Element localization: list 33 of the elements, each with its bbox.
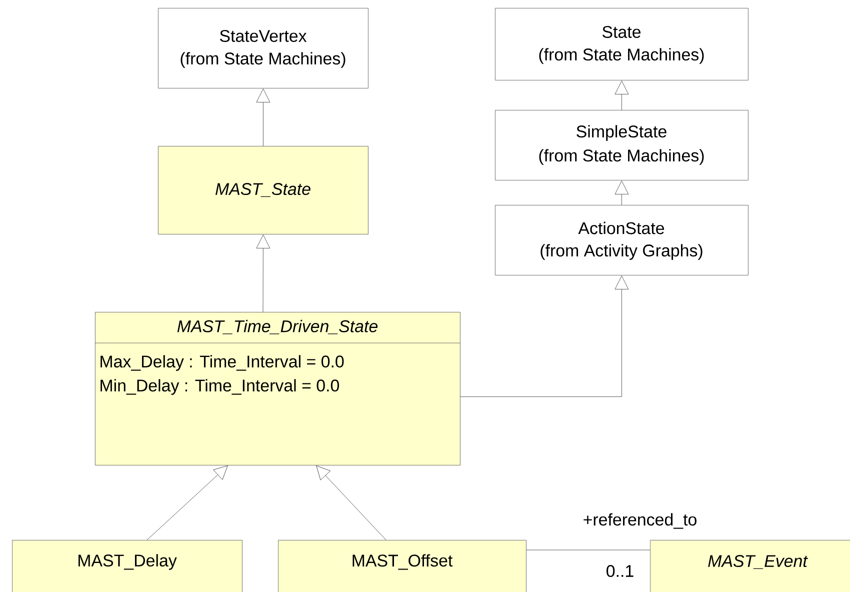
class-box	[158, 8, 368, 88]
generalization-arrow	[614, 180, 629, 206]
class-name: MAST_Event	[708, 555, 808, 569]
package-note: (from State Machines)	[539, 149, 704, 165]
role-name: +referenced_to	[584, 513, 696, 529]
class-box	[495, 205, 748, 276]
class-name: SimpleState	[576, 125, 666, 141]
class-box	[278, 540, 526, 592]
class-box	[12, 540, 242, 592]
class-box	[158, 146, 368, 234]
generalization-arrow	[614, 80, 629, 110]
generalization-arrow	[146, 466, 228, 540]
class-box	[495, 110, 748, 180]
generalization-arrow	[256, 234, 270, 312]
class-name: MAST_Delay	[78, 554, 177, 570]
class-name: State	[602, 26, 641, 38]
attribute: Max_Delay : Time_Interval = 0.0	[100, 355, 344, 371]
package-note: (from Activity Graphs)	[540, 244, 702, 260]
package-note: (from State Machines)	[180, 52, 346, 68]
attribute: Min_Delay : Time_Interval = 0.0	[100, 379, 340, 395]
package-note: (from State Machines)	[539, 48, 704, 64]
class-name: MAST_Offset	[352, 554, 453, 570]
generalization-arrow	[256, 88, 270, 146]
class-name: StateVertex	[220, 30, 307, 42]
class-name: MAST_State	[216, 183, 310, 197]
class-name: ActionState	[578, 222, 664, 234]
class-box	[94, 312, 460, 466]
class-box	[650, 540, 850, 592]
generalization-arrow	[316, 466, 386, 540]
class-name: MAST_Time_Driven_State	[177, 320, 378, 334]
multiplicity: 0..1	[606, 565, 634, 577]
class-box	[495, 8, 748, 80]
generalization-arrow	[460, 276, 629, 397]
